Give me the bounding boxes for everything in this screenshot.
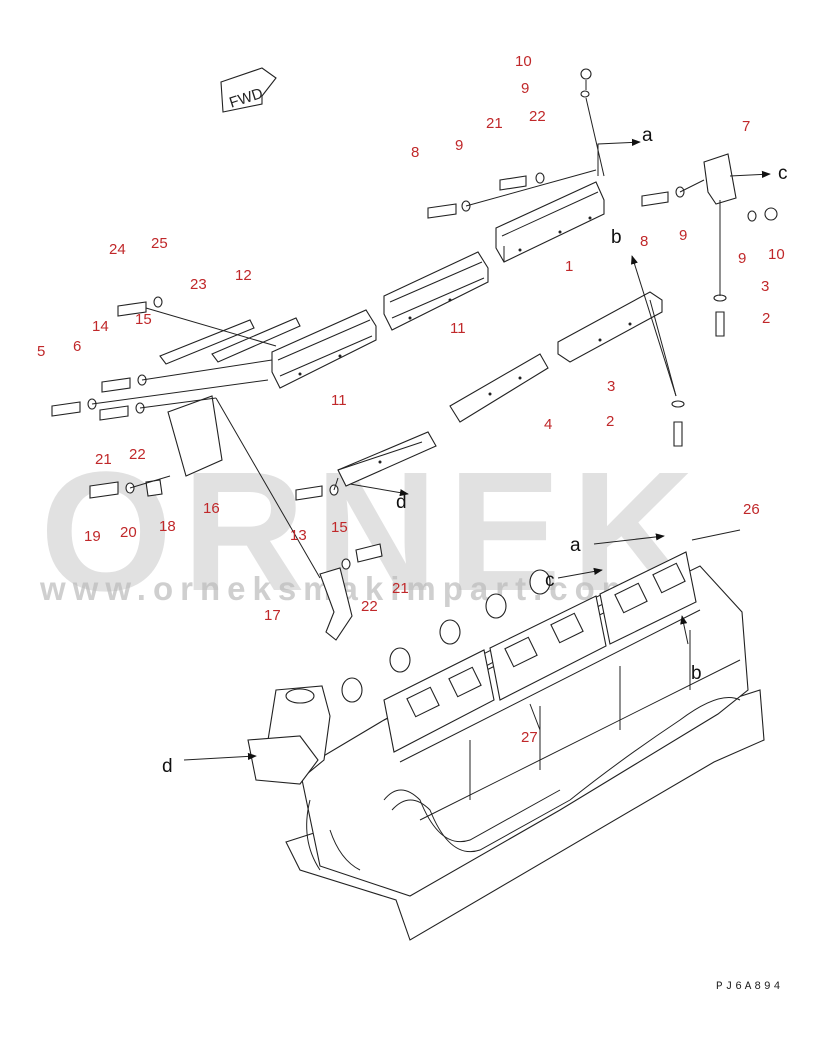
- callout-2: 2: [762, 310, 770, 327]
- bolt-21-left: [99, 405, 129, 421]
- bracket-17: [319, 567, 353, 641]
- callout-13: 13: [290, 527, 307, 544]
- callout-23: 23: [190, 276, 207, 293]
- washer-3-lower: [671, 400, 685, 408]
- washer-9-far: [747, 210, 757, 222]
- callout-10: 10: [515, 53, 532, 70]
- bolt-8-right: [641, 191, 669, 207]
- fwd-arrow-icon: FWD: [220, 67, 277, 113]
- bracket-16: [167, 395, 223, 477]
- callout-12: 12: [235, 267, 252, 284]
- callout-9: 9: [521, 80, 529, 97]
- engine-block: [247, 551, 765, 941]
- callout-8: 8: [640, 233, 648, 250]
- callout-22: 22: [361, 598, 378, 615]
- view-letter-b: b: [611, 227, 622, 248]
- bracket-7: [703, 153, 737, 205]
- cover-part-plate: [557, 291, 663, 363]
- view-letter-a: a: [642, 125, 653, 146]
- bolt-5: [51, 401, 81, 417]
- nut-10-top: [580, 68, 592, 80]
- view-letter-a: a: [570, 535, 581, 556]
- view-letter-d: d: [396, 492, 407, 513]
- view-arrows: [183, 138, 771, 761]
- exhaust-cover-parts: [159, 181, 663, 641]
- bolt-14: [101, 377, 131, 393]
- bolt-2-lower: [673, 421, 683, 447]
- callout-25: 25: [151, 235, 168, 252]
- bolt-21-low: [355, 543, 383, 563]
- drawing-code: PJ6A894: [716, 981, 783, 993]
- bracket-23: [159, 319, 255, 365]
- view-letter-b: b: [691, 663, 702, 684]
- callout-22: 22: [529, 108, 546, 125]
- view-letter-d: d: [162, 756, 173, 777]
- callout-7: 7: [742, 118, 750, 135]
- callout-1: 1: [565, 258, 573, 275]
- callout-21: 21: [392, 580, 409, 597]
- bolt-24: [117, 301, 147, 317]
- cover-part-1: [495, 181, 605, 263]
- fastener-parts: [51, 68, 778, 570]
- washer-22-low: [341, 558, 351, 570]
- callout-21: 21: [486, 115, 503, 132]
- callout-3: 3: [761, 278, 769, 295]
- callout-14: 14: [92, 318, 109, 335]
- callout-15: 15: [331, 519, 348, 536]
- cover-part-11-right: [383, 251, 489, 331]
- view-letter-c: c: [778, 163, 788, 184]
- callout-21: 21: [95, 451, 112, 468]
- callout-17: 17: [264, 607, 281, 624]
- washer-9-top: [580, 90, 590, 98]
- bolt-8-left: [427, 203, 457, 219]
- callout-16: 16: [203, 500, 220, 517]
- leader-lines: [91, 80, 721, 579]
- callout-4: 4: [544, 416, 552, 433]
- callout-22: 22: [129, 446, 146, 463]
- view-letter-c: c: [545, 570, 555, 591]
- callout-9: 9: [738, 250, 746, 267]
- callout-9: 9: [455, 137, 463, 154]
- callout-19: 19: [84, 528, 101, 545]
- callout-24: 24: [109, 241, 126, 258]
- callout-5: 5: [37, 343, 45, 360]
- nut-10-right: [764, 207, 778, 221]
- callout-20: 20: [120, 524, 137, 541]
- washer-15-top: [153, 296, 163, 308]
- callout-27: 27: [521, 729, 538, 746]
- bolt-2-right: [715, 311, 725, 337]
- bolt-21-top: [499, 175, 527, 191]
- callout-18: 18: [159, 518, 176, 535]
- callout-26: 26: [743, 501, 760, 518]
- bolt-19: [89, 481, 119, 499]
- callout-11: 11: [331, 392, 347, 409]
- cover-part-4: [449, 353, 549, 423]
- callout-2: 2: [606, 413, 614, 430]
- callout-10: 10: [768, 246, 785, 263]
- washer-22-top: [535, 172, 545, 184]
- callout-3: 3: [607, 378, 615, 395]
- callout-9: 9: [679, 227, 687, 244]
- callout-labels: 10 9 21 22 8 9 7 8 9 9 10 1 3 2 24 25 23…: [37, 53, 785, 746]
- callout-11: 11: [450, 320, 466, 337]
- watermark-url: www.orneksmakimpart.com.tr: [39, 570, 692, 607]
- callout-6: 6: [73, 338, 81, 355]
- view-letters: a c b d a c b d: [162, 125, 788, 777]
- callout-15: 15: [135, 311, 152, 328]
- callout-8: 8: [411, 144, 419, 161]
- bolt-13: [295, 485, 323, 501]
